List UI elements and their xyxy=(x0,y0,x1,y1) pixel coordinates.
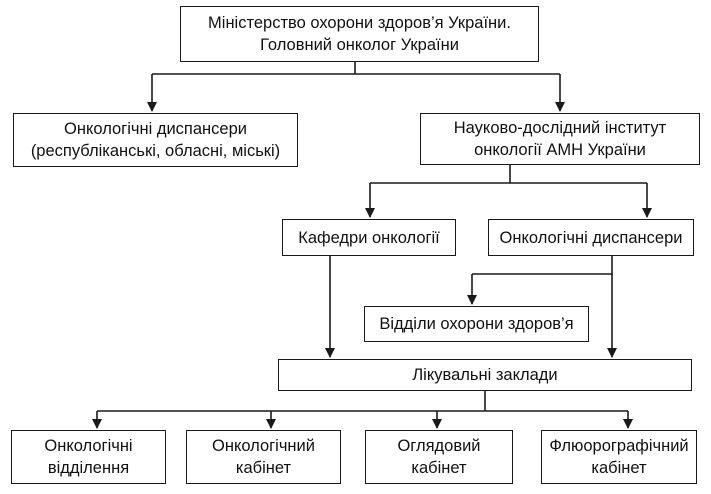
node-oncology-cabinet: Онкологічний кабінет xyxy=(186,430,341,484)
node-examination-cabinet-line-2: кабінет xyxy=(411,459,467,477)
node-medical-facilities: Лікувальні заклади xyxy=(278,359,692,391)
connector-ministry xyxy=(152,62,560,75)
node-oncology-wards-line-2: відділення xyxy=(47,459,130,477)
node-regional-dispensaries-line-1: Онкологічні диспансери xyxy=(64,120,247,138)
node-research-institute-line-2: онкології АМН України xyxy=(474,141,646,159)
node-fluorography-cabinet-line-2: кабінет xyxy=(591,459,647,477)
node-medical-facilities-label: Лікувальні заклади xyxy=(412,366,558,384)
node-ministry-line-1: Міністерство охорони здоров’я України. xyxy=(208,14,511,32)
node-dispensaries: Онкологічні диспансери xyxy=(488,219,694,256)
node-oncology-chairs: Кафедри онкології xyxy=(282,219,456,256)
connector-institute xyxy=(370,165,647,184)
node-health-departments-label: Відділи охорони здоров’я xyxy=(379,315,574,333)
node-oncology-wards: Онкологічні відділення xyxy=(11,430,166,484)
node-regional-dispensaries: Онкологічні диспансери (республіканські,… xyxy=(13,113,298,167)
node-research-institute: Науково-дослідний інститут онкології АМН… xyxy=(420,113,700,165)
node-ministry-line-2: Головний онколог України xyxy=(260,36,459,54)
node-oncology-cabinet-line-1: Онкологічний xyxy=(212,437,315,455)
node-examination-cabinet-line-1: Оглядовий xyxy=(397,437,481,455)
node-oncology-chairs-label: Кафедри онкології xyxy=(298,228,440,247)
node-regional-dispensaries-line-2: (республіканські, обласні, міські) xyxy=(30,142,281,160)
node-fluorography-cabinet-line-1: Флюорографічний xyxy=(549,437,689,455)
connector-facilities xyxy=(97,391,628,412)
node-ministry: Міністерство охорони здоров’я України. Г… xyxy=(180,6,539,62)
node-oncology-cabinet-line-2: кабінет xyxy=(235,459,292,477)
node-research-institute-line-1: Науково-дослідний інститут xyxy=(453,119,667,137)
node-dispensaries-label: Онкологічні диспансери xyxy=(499,228,683,247)
node-oncology-wards-line-1: Онкологічні xyxy=(44,437,133,455)
node-health-departments: Відділи охорони здоров’я xyxy=(364,306,589,342)
connector-dispensaries xyxy=(472,256,613,275)
node-fluorography-cabinet: Флюорографічний кабінет xyxy=(541,430,697,484)
node-examination-cabinet: Оглядовий кабінет xyxy=(365,430,513,484)
